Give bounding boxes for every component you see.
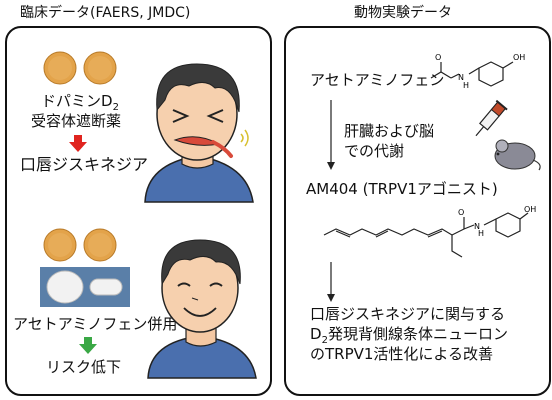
conclusion-line1: 口唇ジスキネジアに関与する [310,305,506,323]
arrow-activation [327,262,335,302]
svg-text:H: H [463,81,469,90]
metabolism-line2: での代謝 [344,142,405,160]
svg-text:O: O [435,53,441,62]
conclusion-line3: のTRPV1活性化による改善 [310,345,493,363]
result-top: 口唇ジスキネジア [20,155,149,174]
red-down-arrow-icon [69,135,87,152]
svg-text:H: H [478,229,484,238]
compound-acetaminophen: アセトアミノフェン [310,71,445,89]
drug-label-line2: 受容体遮断薬 [31,112,122,130]
left-panel-header: 臨床データ(FAERS, JMDC) [20,5,191,21]
svg-text:OH: OH [524,205,536,214]
result-bottom: リスク低下 [46,358,122,376]
structure-nh-label: N [458,73,464,82]
structure-oh-label: OH [513,53,525,62]
acetaminophen-tablets [40,267,130,307]
combo-label: アセトアミノフェン併用 [13,315,178,333]
tablets-bottom [43,228,117,262]
mouse-icon [494,139,541,171]
am404-structure: O N H OH [323,205,536,258]
tablets-top [43,51,117,85]
drug-label-line1: ドパミンD2 [41,92,119,114]
acetaminophen-structure: O N H OH [430,53,525,90]
smiling-man-illustration [147,239,257,379]
svg-text:N: N [474,222,480,231]
green-down-arrow-icon [79,337,97,354]
arrow-metabolism [327,100,335,170]
syringe-icon [475,99,508,137]
right-panel-header: 動物実験データ [354,5,452,21]
metabolism-line1: 肝臓および脳 [344,122,435,140]
right-panel [284,26,551,396]
conclusion-line2: D2発現背側線条体ニューロン [310,325,508,347]
compound-am404: AM404 (TRPV1アゴニスト) [306,180,498,198]
svg-text:O: O [458,208,464,217]
wincing-man-illustration [144,63,254,203]
